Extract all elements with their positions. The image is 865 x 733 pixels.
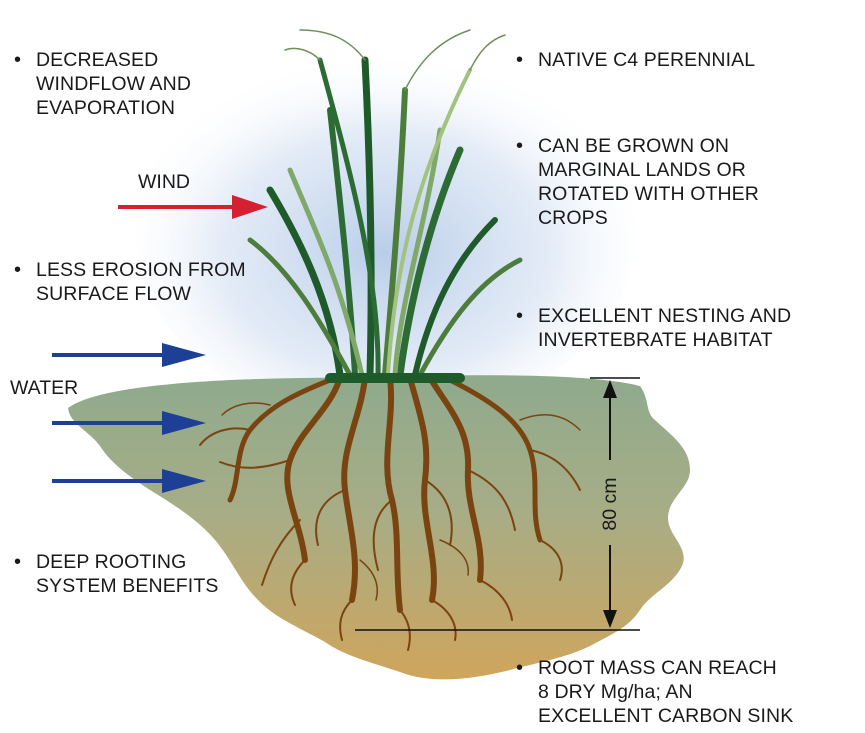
bullet-icon: • — [14, 550, 21, 574]
bullet-icon: • — [516, 134, 523, 158]
bullet-icon: • — [14, 48, 21, 72]
wind-label: WIND — [138, 170, 190, 194]
note-line: MARGINAL LANDS OR — [538, 158, 759, 182]
note-line: 8 DRY Mg/ha; AN — [538, 680, 793, 704]
note-line: LESS EROSION FROM — [36, 258, 246, 282]
note-marginal-lands: • CAN BE GROWN ON MARGINAL LANDS OR ROTA… — [538, 134, 759, 230]
note-line: ROTATED WITH OTHER — [538, 182, 759, 206]
note-nesting-habitat: • EXCELLENT NESTING AND INVERTEBRATE HAB… — [538, 304, 791, 352]
note-native-c4: • NATIVE C4 PERENNIAL — [538, 48, 755, 72]
note-line: EXCELLENT CARBON SINK — [538, 704, 793, 728]
bullet-icon: • — [14, 258, 21, 282]
note-line: CROPS — [538, 206, 759, 230]
note-line: DECREASED — [36, 48, 191, 72]
note-line: DEEP ROOTING — [36, 550, 218, 574]
depth-label: 80 cm — [598, 476, 622, 532]
soil-profile — [68, 375, 690, 679]
note-line: SYSTEM BENEFITS — [36, 574, 218, 598]
note-line: INVERTEBRATE HABITAT — [538, 328, 791, 352]
note-line: SURFACE FLOW — [36, 282, 246, 306]
note-decreased-windflow: • DECREASED WINDFLOW AND EVAPORATION — [36, 48, 191, 120]
note-line: NATIVE C4 PERENNIAL — [538, 48, 755, 72]
note-line: WINDFLOW AND — [36, 72, 191, 96]
note-line: EVAPORATION — [36, 96, 191, 120]
note-deep-rooting: • DEEP ROOTING SYSTEM BENEFITS — [36, 550, 218, 598]
bullet-icon: • — [516, 48, 523, 72]
water-label: WATER — [10, 376, 78, 400]
bullet-icon: • — [516, 656, 523, 680]
note-line: CAN BE GROWN ON — [538, 134, 759, 158]
note-root-mass: • ROOT MASS CAN REACH 8 DRY Mg/ha; AN EX… — [538, 656, 793, 728]
note-line: ROOT MASS CAN REACH — [538, 656, 793, 680]
note-less-erosion: • LESS EROSION FROM SURFACE FLOW — [36, 258, 246, 306]
note-line: EXCELLENT NESTING AND — [538, 304, 791, 328]
bullet-icon: • — [516, 304, 523, 328]
